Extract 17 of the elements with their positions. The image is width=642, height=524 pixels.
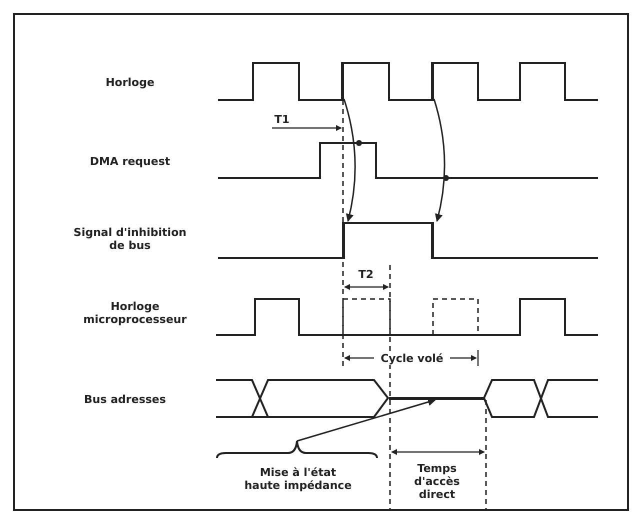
leader-line	[296, 398, 436, 442]
signal-name: Bus adresses	[83, 393, 167, 406]
duration-label: Cycle volé	[374, 352, 450, 365]
arrow	[433, 98, 446, 222]
signal-name: DMA request	[88, 155, 172, 168]
note-text: Mise à l'état haute impédance	[243, 466, 353, 492]
clock-edge	[341, 63, 344, 101]
clock-edge	[431, 63, 434, 101]
signal-name: Horloge microprocesseur	[82, 300, 188, 326]
signal-name: Horloge	[104, 76, 156, 89]
high-impedance-line	[389, 397, 485, 400]
signal-name: Signal d'inhibition de bus	[72, 226, 188, 252]
time-label: T1	[273, 113, 291, 126]
signal-edge	[342, 222, 345, 259]
time-label: T2	[357, 268, 375, 281]
arrow	[343, 98, 356, 222]
signal-edge	[431, 222, 434, 259]
